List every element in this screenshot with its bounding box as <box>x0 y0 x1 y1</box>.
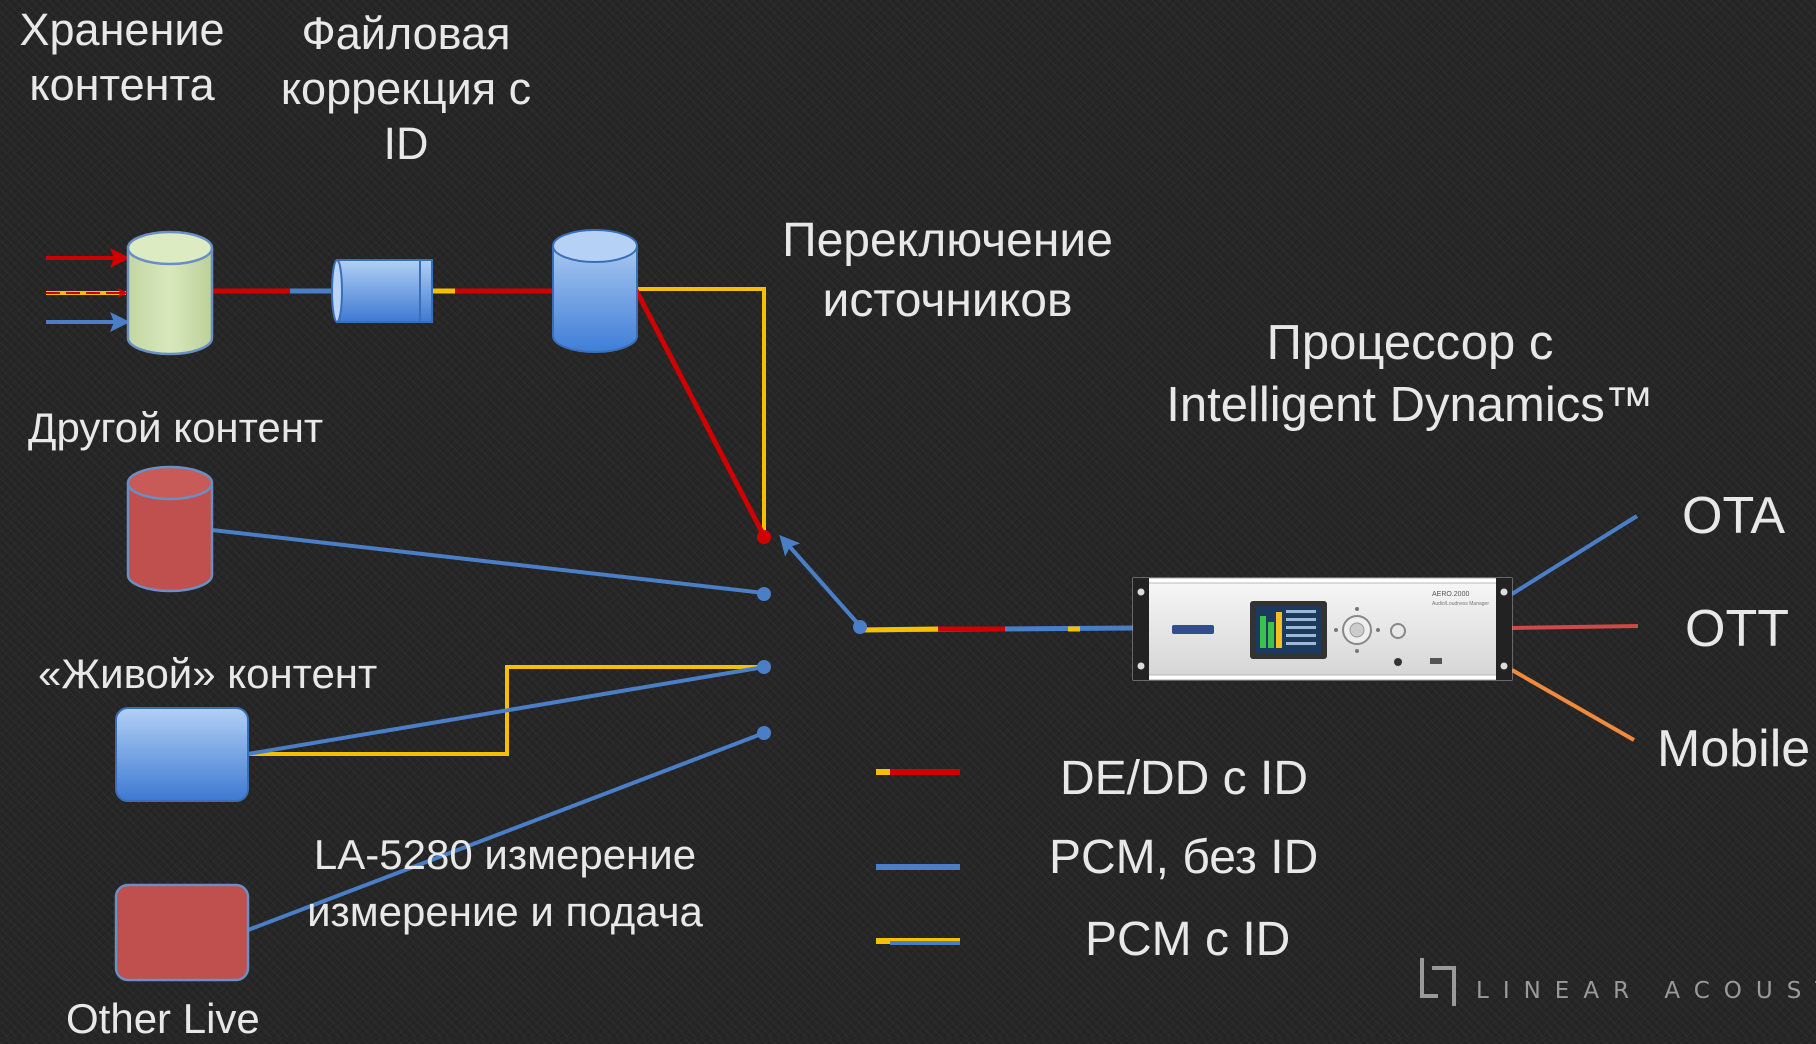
switch-pivot <box>853 620 867 634</box>
switch-output-line <box>859 625 1136 633</box>
other-content-cylinder <box>126 465 214 593</box>
other-live-box <box>114 883 250 982</box>
ott-line <box>1511 624 1639 630</box>
switch-arm <box>779 535 862 628</box>
legend-swatches <box>876 769 960 945</box>
processor-device: AERO.2000 Audio/Loudness Manager <box>1132 577 1513 681</box>
device-subtitle-label: Audio/Loudness Manager <box>1432 601 1489 607</box>
corrected-storage-cylinder <box>552 229 638 353</box>
other-content-label: Другой контент <box>28 404 324 451</box>
output-ota-label: OTA <box>1682 487 1786 545</box>
legend-label-pcm-id: PCM с ID <box>1085 913 1291 966</box>
switch-contact-1 <box>757 530 771 544</box>
de-dd-feed-line <box>633 288 767 538</box>
other-live-line <box>247 731 765 932</box>
live-content-label: «Живой» контент <box>38 650 378 697</box>
output-mobile-label: Mobile <box>1657 720 1811 778</box>
linear-acoustic-logo-text: LINEAR ACOUSTIC <box>1476 978 1816 1004</box>
ota-line <box>1510 514 1639 596</box>
other-live-label: Other Live <box>66 995 260 1042</box>
switch-contact-2 <box>757 587 771 601</box>
other-content-line <box>211 528 765 595</box>
output-ott-label: OTT <box>1685 600 1789 658</box>
live-content-blue-line <box>247 665 765 756</box>
legend-label-pcm-no-id: PCM, без ID <box>1049 831 1319 884</box>
file-correction-tube <box>331 259 433 323</box>
linear-acoustic-logo-icon <box>1420 958 1456 1006</box>
storage-cylinder <box>126 230 214 356</box>
pcm-id-feed-line <box>636 287 766 534</box>
legend-label-de-dd: DE/DD с ID <box>1060 752 1309 805</box>
input-arrows <box>46 248 130 332</box>
switch-contact-4 <box>757 726 771 740</box>
live-content-box <box>115 707 249 802</box>
switch-contact-3 <box>757 660 771 674</box>
mobile-line <box>1511 668 1635 742</box>
device-model-label: AERO.2000 <box>1432 591 1469 598</box>
